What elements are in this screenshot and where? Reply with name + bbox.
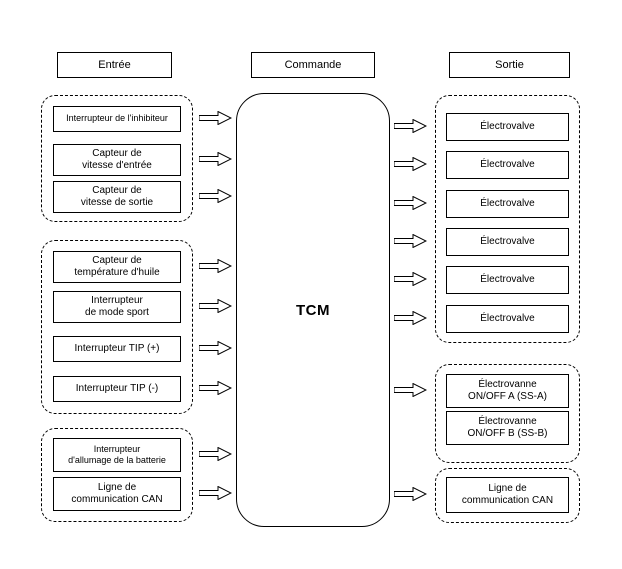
- flow-arrow-icon: [394, 487, 427, 501]
- flow-arrow-icon: [394, 157, 427, 171]
- header-entree: Entrée: [57, 52, 172, 78]
- flow-arrow-icon: [199, 299, 232, 313]
- input-tip-plus-switch: Interrupteur TIP (+): [53, 336, 181, 362]
- output-group-1: [435, 95, 580, 343]
- output-solenoid-valve-2: Électrovalve: [446, 151, 569, 179]
- input-battery-ignition-switch: Interrupteur d'allumage de la batterie: [53, 438, 181, 472]
- input-speed-sensor-out: Capteur de vitesse de sortie: [53, 181, 181, 213]
- input-group-1: [41, 95, 193, 222]
- flow-arrow-icon: [199, 152, 232, 166]
- output-solenoid-valve-4: Électrovalve: [446, 228, 569, 256]
- input-group-2: [41, 240, 193, 414]
- output-solenoid-valve-5: Électrovalve: [446, 266, 569, 294]
- output-solenoid-valve-1: Électrovalve: [446, 113, 569, 141]
- flow-arrow-icon: [394, 119, 427, 133]
- flow-arrow-icon: [394, 383, 427, 397]
- flow-arrow-icon: [394, 234, 427, 248]
- input-group-3: [41, 428, 193, 522]
- flow-arrow-icon: [394, 196, 427, 210]
- input-oil-temp-sensor: Capteur de température d'huile: [53, 251, 181, 283]
- output-can-line: Ligne de communication CAN: [446, 477, 569, 513]
- flow-arrow-icon: [199, 447, 232, 461]
- flow-arrow-icon: [394, 272, 427, 286]
- input-inhibitor-switch: Interrupteur de l'inhibiteur: [53, 106, 181, 132]
- header-commande: Commande: [251, 52, 375, 78]
- input-sport-mode-switch: Interrupteur de mode sport: [53, 291, 181, 323]
- output-solenoid-valve-3: Électrovalve: [446, 190, 569, 218]
- output-solenoid-valve-6: Électrovalve: [446, 305, 569, 333]
- tcm-block: TCM: [236, 93, 390, 527]
- flow-arrow-icon: [199, 189, 232, 203]
- input-tip-minus-switch: Interrupteur TIP (-): [53, 376, 181, 402]
- flow-arrow-icon: [394, 311, 427, 325]
- header-sortie: Sortie: [449, 52, 570, 78]
- input-speed-sensor-in: Capteur de vitesse d'entrée: [53, 144, 181, 176]
- output-onoff-solenoid-a: Électrovanne ON/OFF A (SS-A): [446, 374, 569, 408]
- output-group-2: [435, 364, 580, 463]
- flow-arrow-icon: [199, 111, 232, 125]
- output-group-3: [435, 468, 580, 523]
- flow-arrow-icon: [199, 259, 232, 273]
- flow-arrow-icon: [199, 381, 232, 395]
- flow-arrow-icon: [199, 341, 232, 355]
- input-can-line: Ligne de communication CAN: [53, 477, 181, 511]
- output-onoff-solenoid-b: Électrovanne ON/OFF B (SS-B): [446, 411, 569, 445]
- flow-arrow-icon: [199, 486, 232, 500]
